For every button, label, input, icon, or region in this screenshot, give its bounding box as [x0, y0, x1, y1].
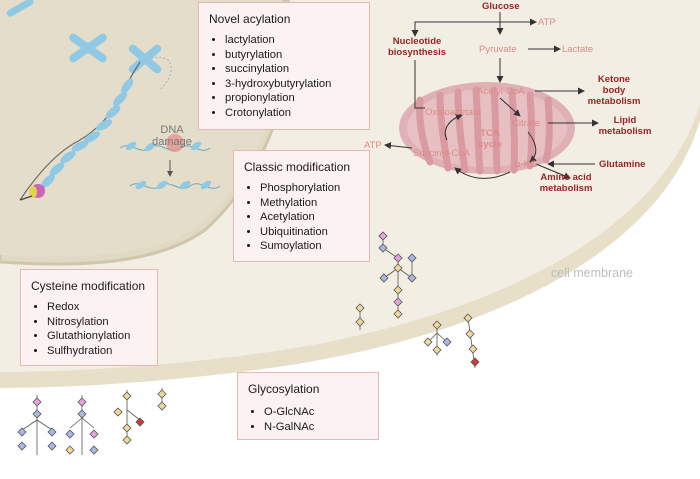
acetyl-coa-label: Acetyl-CoA: [477, 86, 525, 97]
glucose-label: Glucose: [482, 1, 520, 12]
dna-damage-strands: [119, 134, 221, 190]
ketone-body-metabolism-label: Ketone body metabolism: [584, 74, 644, 107]
label-line: body: [602, 85, 626, 96]
classic-modification-list: Phosphorylation Methylation Acetylation …: [240, 181, 340, 254]
glutamine-label: Glutamine: [599, 159, 646, 170]
list-item: Glutathionylation: [47, 329, 130, 344]
glycosylation-box: Glycosylation O-GlcNAc N-GalNAc: [237, 372, 379, 440]
label-line: Lipid: [613, 115, 637, 126]
label-line: cycle: [478, 139, 502, 150]
label-line: Ketone: [597, 74, 631, 85]
surface-glycans: [17, 231, 480, 455]
nucleotide-biosynthesis-label: Nucleotide biosynthesis: [383, 36, 451, 58]
label-line: biosynthesis: [387, 47, 447, 58]
glycosylation-list: O-GlcNAc N-GalNAc: [244, 405, 314, 434]
cysteine-modification-box: Cysteine modification Redox Nitrosylatio…: [20, 269, 158, 366]
box-title: Glycosylation: [248, 382, 320, 396]
dna-fiber: [19, 56, 172, 201]
list-item: 3-hydroxybutyrylation: [225, 77, 331, 92]
list-item: succinylation: [225, 62, 331, 77]
label-line: metabolism: [539, 183, 593, 194]
novel-acylation-box: Novel acylation lactylation butyrylation…: [198, 2, 370, 130]
list-item: butyrylation: [225, 48, 331, 63]
list-item: Nitrosylation: [47, 315, 130, 330]
label-line: Nucleotide: [392, 36, 442, 47]
label-line: metabolism: [598, 126, 652, 137]
cysteine-modification-list: Redox Nitrosylation Glutathionylation Su…: [27, 300, 130, 358]
box-title: Classic modification: [244, 160, 351, 174]
oxaloacetate-label: Oxaloacetate: [425, 107, 481, 118]
label-line: Amino acid: [540, 172, 592, 183]
metabolism-arrows: [384, 12, 599, 179]
alpha-kg-label: α-KG: [515, 159, 538, 170]
box-title: Cysteine modification: [31, 279, 146, 293]
mitochondrion: [399, 82, 575, 175]
classic-modification-box: Classic modification Phosphorylation Met…: [233, 150, 370, 262]
list-item: N-GalNAc: [264, 420, 314, 435]
cell-membrane-label: cell membrane: [551, 266, 633, 280]
list-item: Sumoylation: [260, 239, 340, 254]
list-item: Sulfhydration: [47, 344, 130, 359]
succinyl-coa-label: Succinyl-CoA: [413, 148, 471, 159]
dna-damage-label: DNA damage: [150, 124, 194, 148]
pyruvate-label: Pyruvate: [479, 44, 517, 55]
dna-damage-line: damage: [152, 136, 192, 148]
dna-damage-line: DNA: [160, 124, 184, 136]
amino-acid-metabolism-label: Amino acid metabolism: [530, 172, 602, 194]
list-item: Crotonylation: [225, 106, 331, 121]
label-line: metabolism: [587, 96, 641, 107]
box-title: Novel acylation: [209, 12, 291, 26]
lactate-label: Lactate: [562, 44, 594, 55]
list-item: Ubiquitination: [260, 225, 340, 240]
list-item: lactylation: [225, 33, 331, 48]
novel-acylation-list: lactylation butyrylation succinylation 3…: [205, 33, 331, 121]
atp-top-label: ATP: [538, 17, 556, 28]
lipid-metabolism-label: Lipid metabolism: [597, 115, 653, 137]
list-item: Redox: [47, 300, 130, 315]
list-item: propionylation: [225, 91, 331, 106]
tca-cycle-label: TCA cycle: [470, 128, 510, 150]
atp-left-label: ATP: [364, 140, 382, 151]
list-item: Phosphorylation: [260, 181, 340, 196]
list-item: O-GlcNAc: [264, 405, 314, 420]
list-item: Methylation: [260, 196, 340, 211]
list-item: Acetylation: [260, 210, 340, 225]
label-line: TCA: [480, 128, 500, 139]
citrate-label: Citrate: [512, 118, 540, 129]
